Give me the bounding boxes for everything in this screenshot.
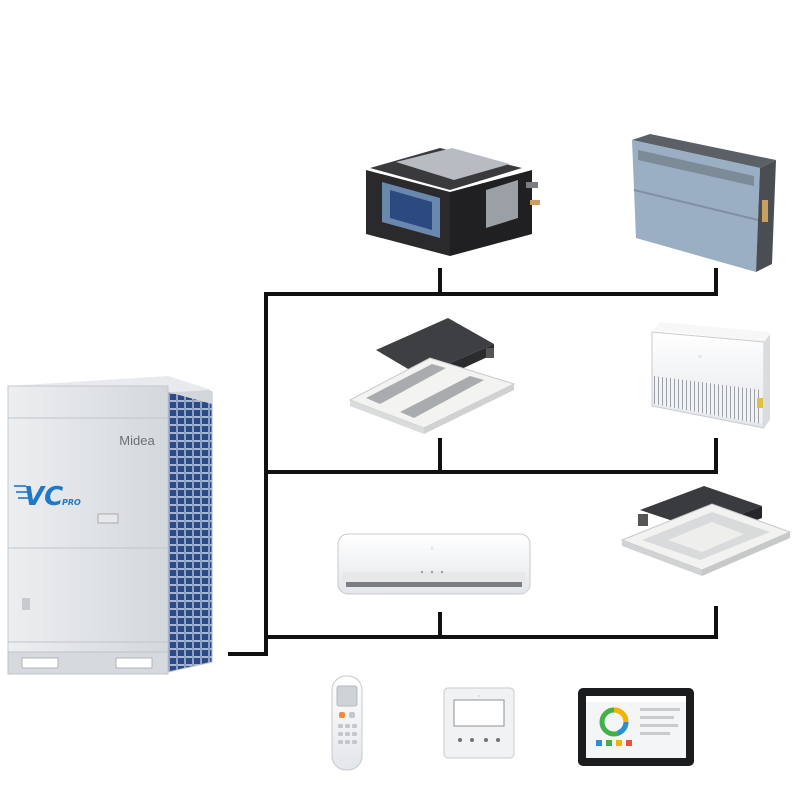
wireless-remote-controller	[332, 676, 362, 770]
outdoor-unit: Midea VC PRO	[8, 376, 212, 674]
svg-text:○: ○	[430, 546, 433, 552]
svg-text:○: ○	[698, 354, 702, 360]
four-way-cassette-unit	[622, 486, 790, 576]
outdoor-brand-text: Midea	[119, 433, 155, 448]
wall-mounted-unit: ○	[338, 534, 530, 594]
high-static-duct-unit	[366, 148, 540, 256]
refrigerant-pipe-network	[230, 270, 716, 654]
touch-screen-central-controller	[578, 688, 694, 766]
concealed-floor-standing-unit	[632, 134, 776, 272]
series-suffix-text: PRO	[62, 498, 81, 507]
two-way-cassette-unit	[350, 318, 514, 434]
ceiling-floor-unit: ○	[652, 322, 770, 428]
series-logo-text: VC	[24, 482, 63, 512]
wired-controller: ○	[444, 688, 514, 758]
